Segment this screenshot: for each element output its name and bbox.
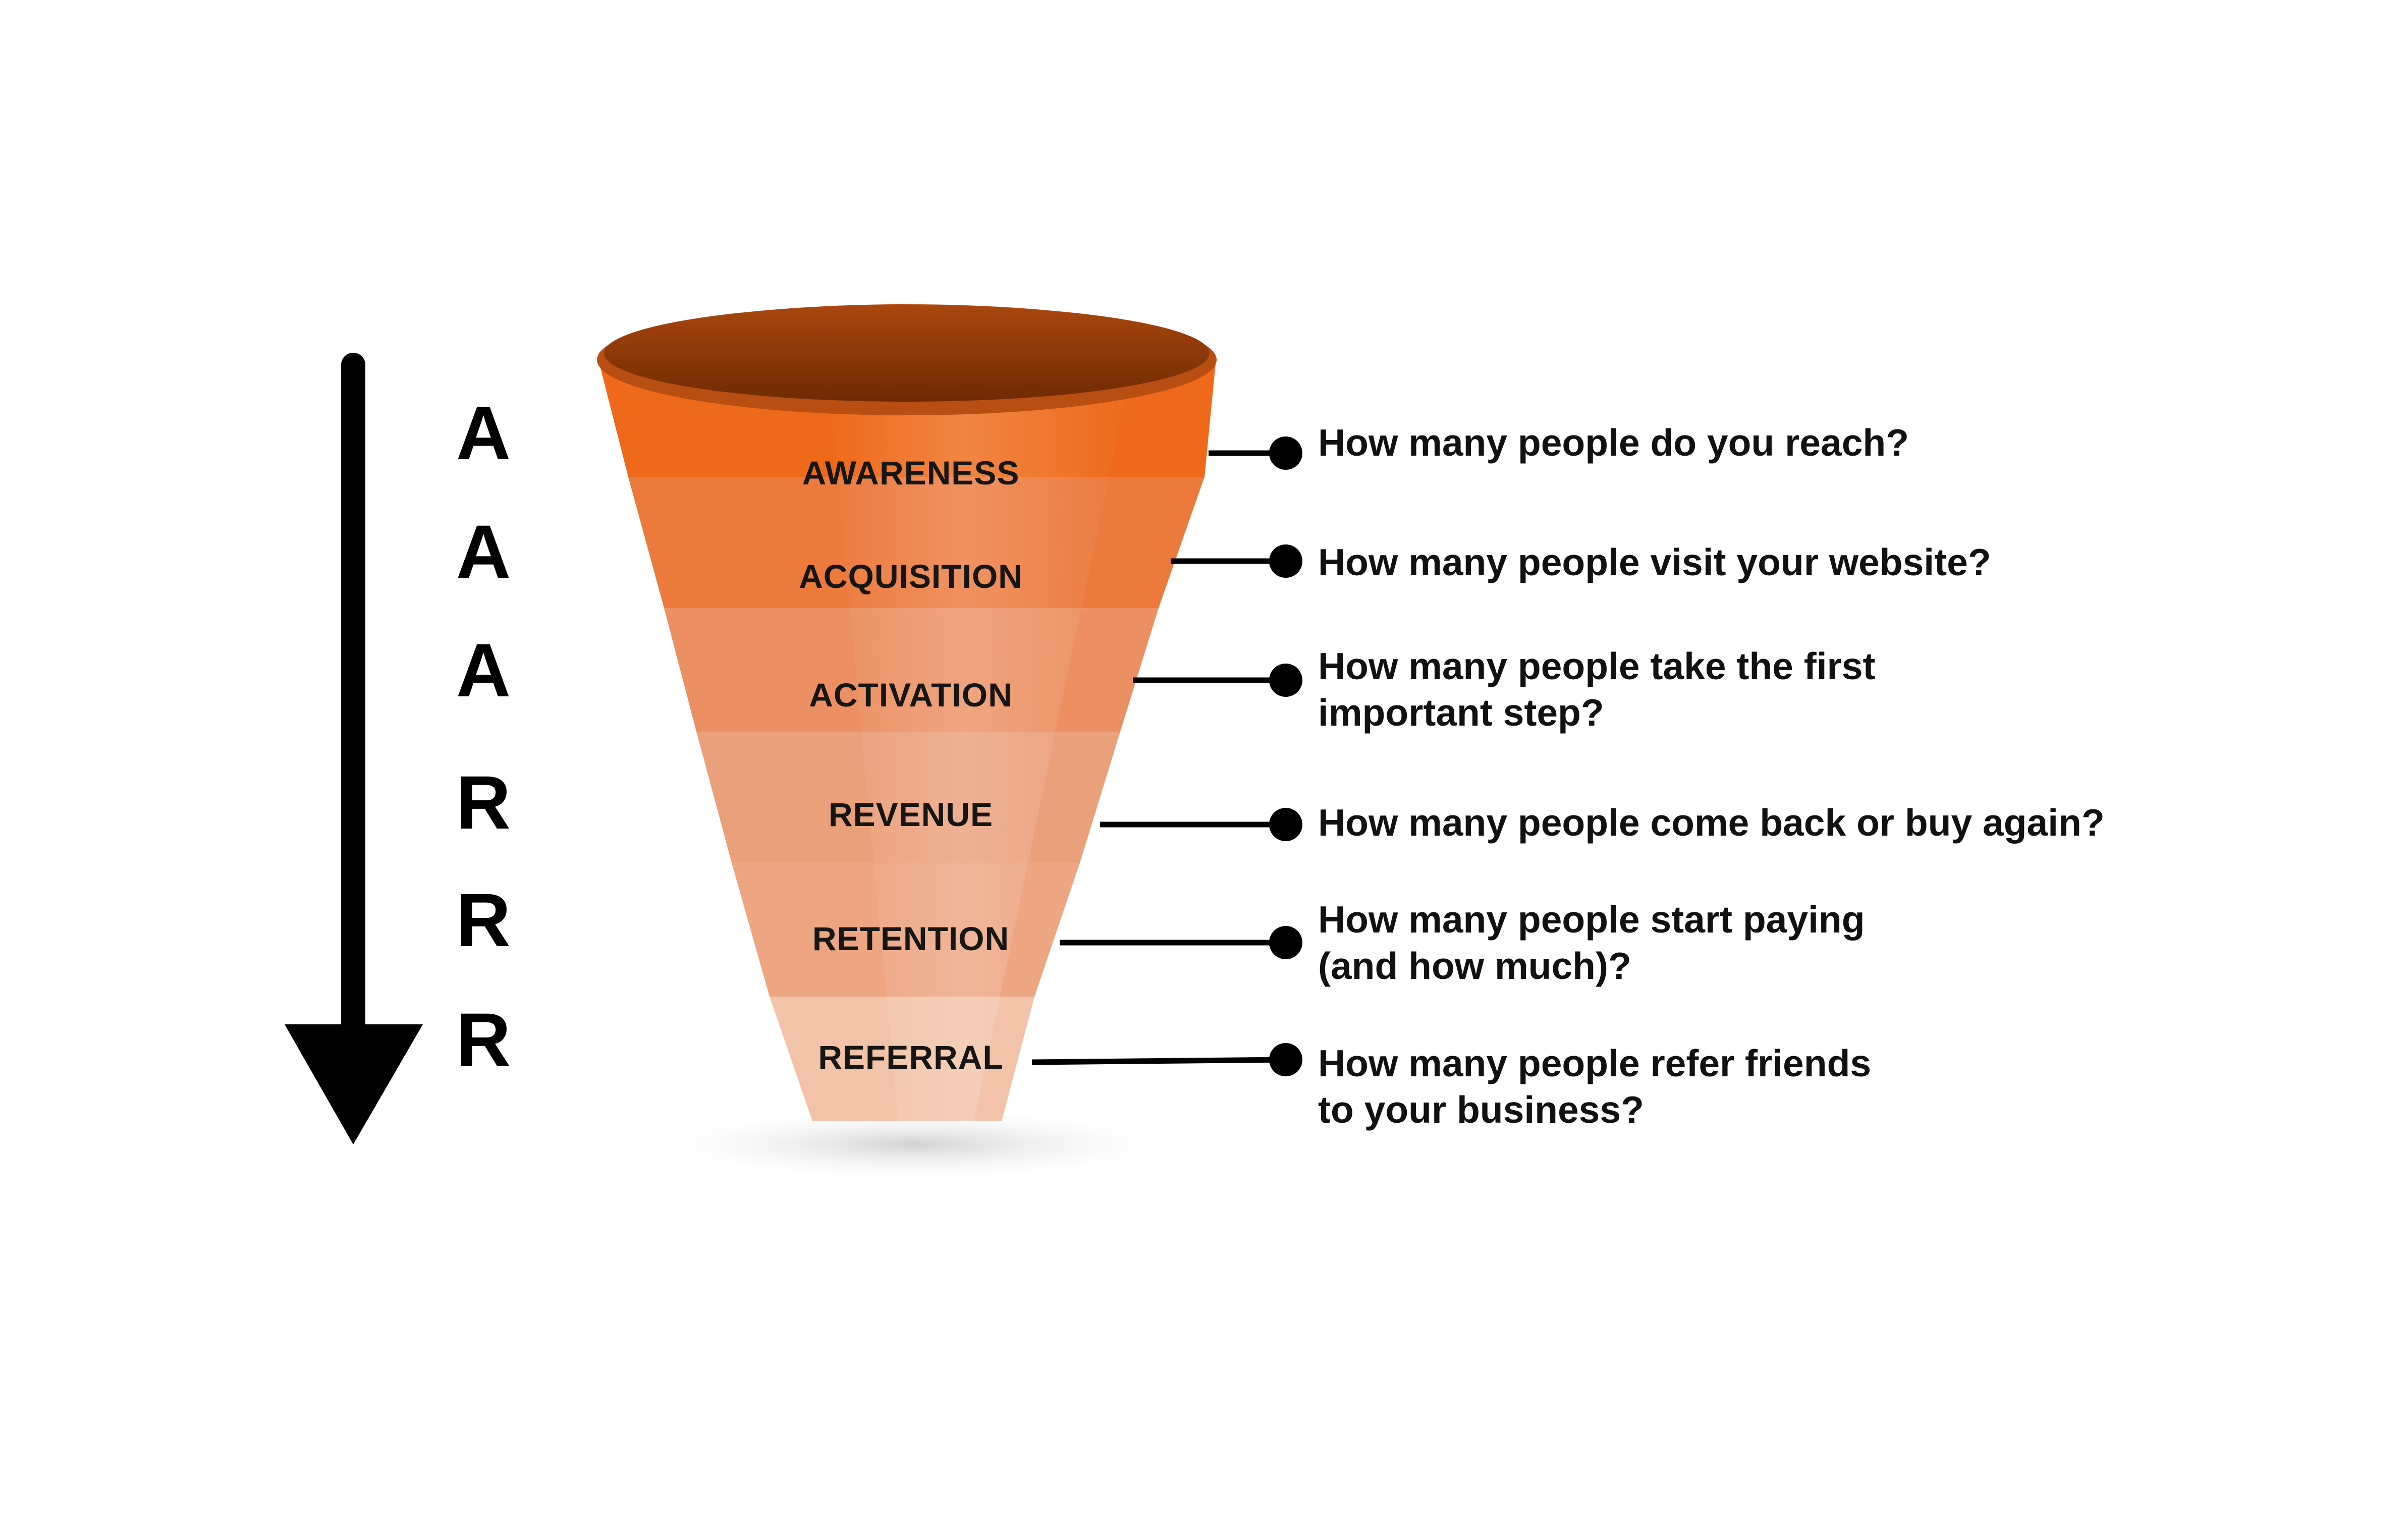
connector-dot-icon [1269,436,1302,470]
stage-label-referral: REFERRAL [818,1038,1003,1076]
question-3-line-2: important step? [1318,691,1604,734]
letter-4: R [456,760,511,845]
questions: How many people do you reach? How many p… [1318,421,2105,1131]
question-5-line-2: (and how much)? [1318,945,1631,987]
question-5: How many people start paying (and how mu… [1318,898,1875,987]
connectors [1031,436,1302,1076]
stage-label-activation: ACTIVATION [809,676,1013,714]
stage-label-retention: RETENTION [812,920,1009,957]
stage-labels: AWARENESS ACQUISITION ACTIVATION REVENUE… [799,454,1023,1076]
stage-label-revenue: REVENUE [829,796,993,833]
question-2: How many people visit your website? [1318,541,1991,583]
funnel-shadow [631,1107,1196,1182]
connector-4 [1100,808,1302,841]
question-6-line-2: to your business? [1318,1088,1644,1131]
question-3: How many people take the first important… [1318,645,1886,734]
connector-dot-icon [1269,664,1302,697]
letter-2: A [456,509,511,594]
stage-label-acquisition: ACQUISITION [799,558,1023,595]
question-5-line-1: How many people start paying [1318,898,1865,941]
aarrr-letters: A A A R R R [456,391,511,1082]
stage-label-awareness: AWARENESS [802,454,1020,491]
connector-3 [1133,664,1302,697]
down-arrow-icon [285,353,423,1144]
letter-3: A [456,628,511,713]
question-1: How many people do you reach? [1318,421,1909,464]
letter-1: A [456,391,511,475]
connector-dot-icon [1269,808,1302,841]
question-1-line-1: How many people do you reach? [1318,421,1909,464]
question-4: How many people come back or buy again? [1318,801,2105,844]
funnel [597,304,1217,1121]
question-6: How many people refer friends to your bu… [1318,1042,1882,1131]
question-6-line-1: How many people refer friends [1318,1042,1871,1084]
connector-dot-icon [1269,926,1302,959]
connector-6 [1031,1043,1302,1076]
question-4-line-1: How many people come back or buy again? [1318,801,2105,844]
connector-2 [1171,544,1302,578]
connector-dot-icon [1269,1043,1302,1076]
connector-5 [1060,926,1302,959]
funnel-sheen [828,373,1130,1121]
funnel-rim-inner [604,305,1210,402]
connector-1 [1209,436,1302,470]
question-2-line-1: How many people visit your website? [1318,541,1991,583]
letter-5: R [456,878,511,962]
connector-dot-icon [1269,544,1302,578]
letter-6: R [456,997,511,1082]
question-3-line-1: How many people take the first [1318,645,1875,687]
